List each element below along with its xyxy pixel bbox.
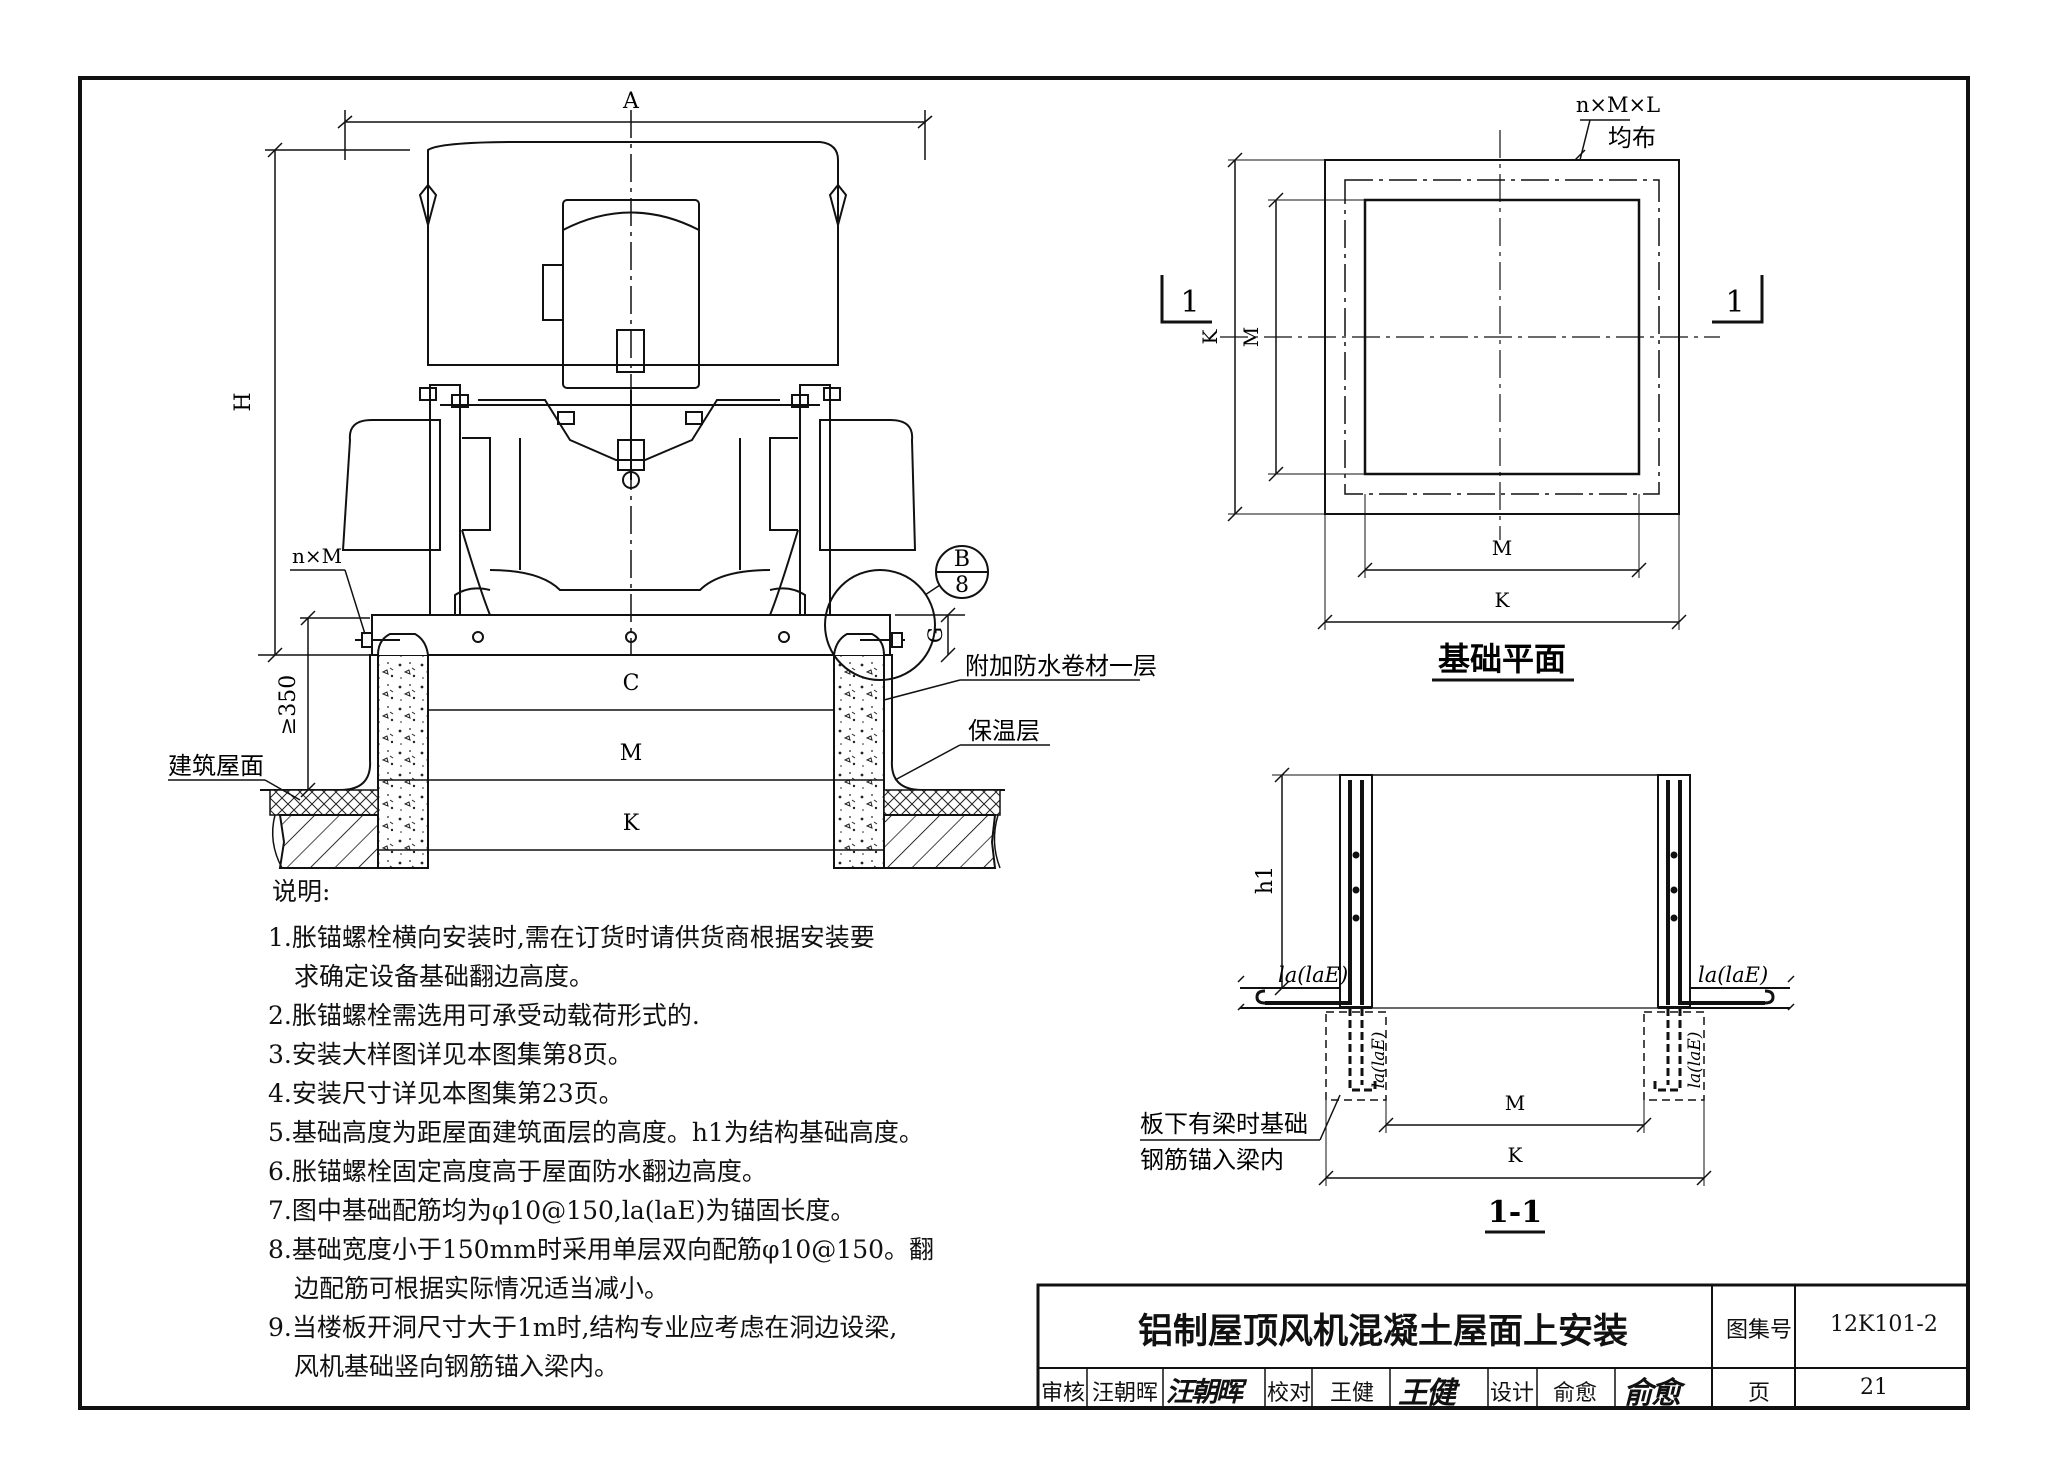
section-anchor-right: la(laE) (1698, 963, 1768, 987)
note-line: 6.胀锚螺栓固定高度高于屋面防水翻边高度。 (268, 1157, 767, 1186)
beam-note-1: 板下有梁时基础 (1140, 1110, 1308, 1138)
note-line: 5.基础高度为距屋面建筑面层的高度。h1为结构基础高度。 (268, 1118, 924, 1147)
note-line: 求确定设备基础翻边高度。 (294, 962, 595, 991)
plan-dim-M-bottom: M (1492, 536, 1512, 560)
dim-G-label: G (923, 627, 947, 643)
section-anchor-beam-left: la(laE) (1369, 1032, 1389, 1089)
note-line: 风机基础竖向钢筋锚入梁内。 (294, 1352, 620, 1381)
section-dim-K: K (1508, 1143, 1524, 1167)
page-number: 21 (1860, 1375, 1888, 1400)
designer-signature: 俞愈 (1623, 1376, 1681, 1411)
plan-bolt-label-2: 均布 (1608, 124, 1656, 152)
detail-number: B (954, 547, 970, 572)
fan-hood (427, 141, 839, 366)
notes-title: 说明: (272, 877, 331, 906)
dim-350-label: ≥350 (276, 675, 301, 735)
note-line: 8.基础宽度小于150mm时采用单层双向配筋φ10@150。翻 (268, 1235, 935, 1264)
review-label: 审核 (1041, 1381, 1086, 1406)
bolt-nxm-label: n×M (292, 544, 342, 568)
section-h1-label: h1 (1253, 866, 1278, 894)
roof-slab (278, 814, 997, 869)
page-label: 页 (1748, 1381, 1771, 1406)
concrete-curb-left (260, 633, 429, 869)
detail-sheet-number: 8 (955, 573, 969, 598)
section-1-1 (1140, 767, 1795, 1186)
rebar-dots (1352, 851, 1678, 922)
sheet-border (78, 76, 1970, 1410)
drawing-title: 铝制屋顶风机混凝土屋面上安装 (1138, 1312, 1629, 1352)
section-title: 1-1 (1488, 1195, 1542, 1230)
title-block-grid (1036, 1283, 1970, 1410)
plan-dim-K-bottom: K (1495, 588, 1511, 612)
note-line: 2.胀锚螺栓需选用可承受动载荷形式的. (268, 1001, 700, 1030)
anchor-bolt-icons (355, 632, 905, 648)
plan-dim-M-side: M (1239, 327, 1263, 347)
fan-elevation (341, 141, 917, 656)
atlas-number: 12K101-2 (1830, 1312, 1938, 1337)
title-block: 铝制屋顶风机混凝土屋面上安装 图集号 12K101-2 审核 汪朝晖 汪朝晖 校… (1038, 1285, 1970, 1411)
foundation-plan (1160, 119, 1764, 630)
section-anchor-left: la(laE) (1278, 963, 1348, 987)
plan-title: 基础平面 (1438, 640, 1566, 678)
dim-M-label: M (620, 741, 643, 766)
dim-C-label: C (623, 671, 640, 696)
design-label: 设计 (1490, 1381, 1535, 1406)
reviewer-signature: 汪朝晖 (1166, 1377, 1243, 1408)
detail-callout-circle (824, 569, 936, 681)
checker-signature: 王健 (1398, 1376, 1456, 1411)
note-line: 1.胀锚螺栓横向安装时,需在订货时请供货商根据安装要 (268, 923, 875, 952)
plan-dim-K-side: K (1198, 328, 1222, 344)
note-line: 边配筋可根据实际情况适当减小。 (294, 1274, 670, 1303)
designer-name: 俞愈 (1553, 1381, 1598, 1406)
label-waterproof: 附加防水卷材一层 (965, 652, 1157, 680)
checker-name: 王健 (1330, 1381, 1375, 1406)
label-insulation: 保温层 (968, 717, 1040, 745)
section-anchor-beam-right: la(laE) (1685, 1032, 1705, 1089)
check-label: 校对 (1267, 1381, 1312, 1406)
dim-H-label: H (231, 392, 256, 411)
dim-A-label: A (622, 89, 640, 114)
notes-block: 说明: 1.胀锚螺栓横向安装时,需在订货时请供货商根据安装要 求确定设备基础翻边… (268, 872, 935, 1386)
note-line: 4.安装尺寸详见本图集第23页。 (268, 1079, 624, 1108)
fan-casing (341, 419, 441, 551)
plan-bolt-label: n×M×L (1576, 93, 1660, 117)
bolt-icons (419, 387, 841, 425)
note-line: 3.安装大样图详见本图集第8页。 (268, 1040, 633, 1069)
reviewer-name: 汪朝晖 (1092, 1381, 1159, 1406)
beam-note-2: 钢筋锚入梁内 (1140, 1146, 1284, 1174)
section-dim-M: M (1505, 1091, 1525, 1115)
dim-K-label: K (623, 811, 640, 836)
note-line: 9.当楼板开洞尺寸大于1m时,结构专业应考虑在洞边设梁, (268, 1313, 898, 1342)
atlas-label: 图集号 (1726, 1318, 1793, 1343)
section-mark-left: 1 (1180, 285, 1199, 320)
note-line: 7.图中基础配筋均为φ10@150,la(laE)为锚固长度。 (268, 1196, 856, 1225)
label-roof: 建筑屋面 (168, 752, 264, 780)
section-mark-right: 1 (1725, 285, 1744, 320)
